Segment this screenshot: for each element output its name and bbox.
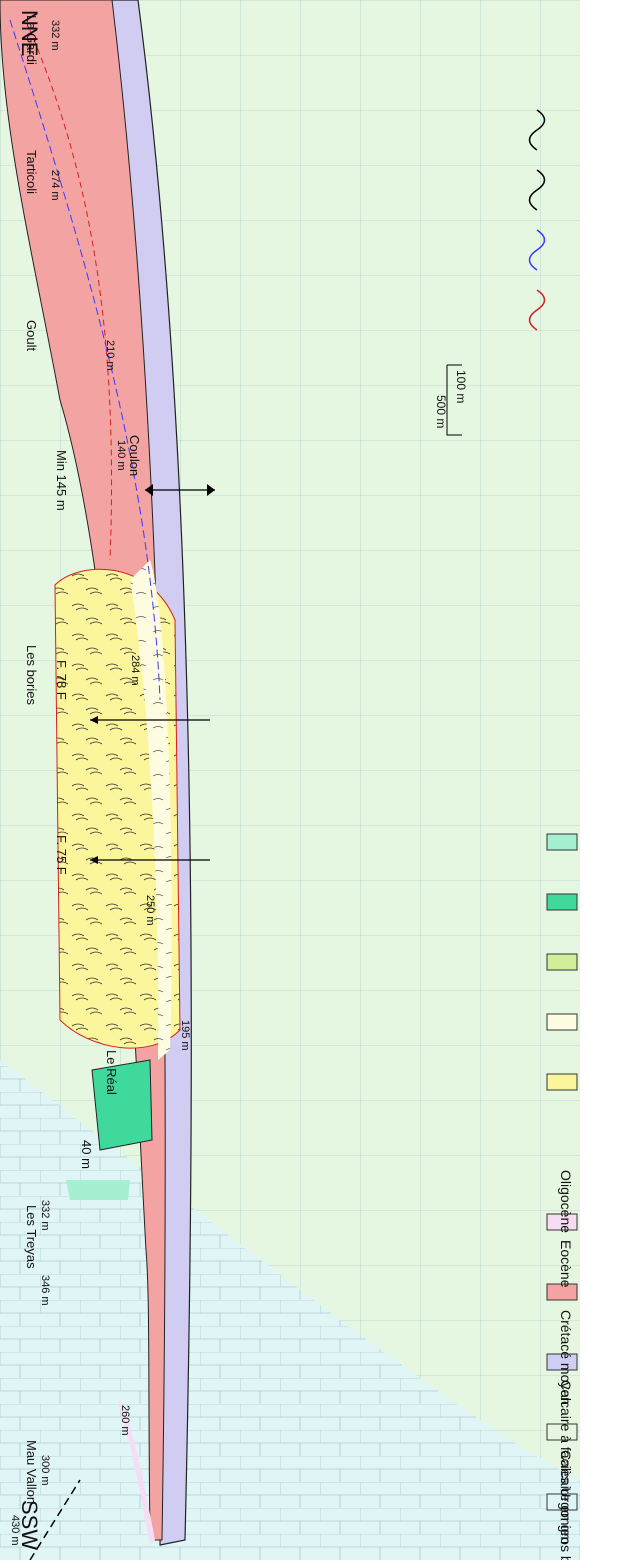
legend-line-sample — [528, 109, 546, 151]
scale-vertical-label: 100 m — [454, 370, 468, 403]
label-f78: F. 78 F — [54, 660, 69, 700]
legend-swatch — [546, 833, 578, 851]
elev-140: 140 m — [115, 440, 127, 471]
label-les-bories: Les bories — [24, 645, 39, 705]
orientation-nne: NNE — [17, 10, 42, 56]
borehole-f75-arrow — [90, 856, 98, 864]
legend-miocene — [546, 833, 578, 1091]
label-goult: Goult — [24, 320, 39, 351]
legend-swatch — [546, 1353, 578, 1371]
legend-swatch — [546, 1493, 578, 1511]
label-mau-vallon: Mau Vallon — [24, 1440, 39, 1504]
elev-260: 260 m — [119, 1405, 131, 1436]
fault-line — [29, 1479, 81, 1560]
elev-210: 210 m — [104, 340, 116, 371]
sequence-limit-line — [29, 29, 112, 561]
legend-swatch — [546, 1213, 578, 1231]
oligocene-unit — [118, 1400, 155, 1545]
elev-300: 300 m — [39, 1455, 51, 1486]
legend-label: Calcaire à faciès Urgonien — [558, 1380, 574, 1544]
legend-swatch — [546, 893, 578, 911]
legend-line-sample — [528, 289, 546, 331]
thickness-40m: 40 m — [79, 1140, 94, 1169]
label-le-real: Le Réal — [104, 1050, 119, 1095]
label-la-gardi: La Gardi — [24, 15, 39, 65]
burdigalian-marls — [130, 560, 172, 1060]
elev-346: 346 m — [39, 1275, 51, 1306]
legend-label: Calcaire en gros banc — [558, 1450, 574, 1560]
elev-430: 430 m — [9, 1515, 21, 1546]
barres-tidales-s4-s6 — [66, 1180, 130, 1200]
legend-line-sample — [528, 169, 546, 211]
scale-bar: 100 m 500 m — [434, 364, 468, 436]
legend-line-sample — [528, 229, 546, 271]
maximum-flooding-surface — [9, 19, 161, 701]
legend-swatch — [546, 1073, 578, 1091]
rotated-labels: SSW NNE Mau Vallon Les Treyas Le Réal Le… — [9, 10, 191, 1550]
elev-274: 274 m — [49, 170, 61, 201]
label-les-treyas: Les Treyas — [24, 1205, 39, 1269]
elev-332-treyas: 332 m — [39, 1200, 51, 1231]
legend-label: Crétacé moyen — [558, 1310, 574, 1405]
elev-195: 195 m — [179, 1020, 191, 1051]
label-tarticoli: Tarticoli — [24, 150, 39, 194]
marnes-sableuses-treyas — [91, 1059, 153, 1151]
label-min-145: Min 145 m — [54, 450, 69, 511]
legend-swatch — [546, 1013, 578, 1031]
elev-250: 250 m — [144, 895, 156, 926]
legend-label: Eocène — [558, 1240, 574, 1288]
legend-lines — [528, 109, 546, 331]
orientation-ssw: SSW — [17, 1500, 42, 1550]
label-coulon: Coulon — [127, 435, 142, 476]
borehole-f78-arrow — [90, 716, 98, 724]
legend-swatch — [546, 1283, 578, 1301]
legend-label: Oligocène — [558, 1170, 574, 1233]
label-f75: F. 75 F — [54, 835, 69, 875]
elev-284: 284 m — [129, 655, 141, 686]
legend-swatch — [546, 1423, 578, 1441]
legend-swatch — [546, 953, 578, 971]
scale-horizontal-label: 500 m — [434, 395, 448, 428]
elev-332-gardi: 332 m — [49, 20, 61, 51]
